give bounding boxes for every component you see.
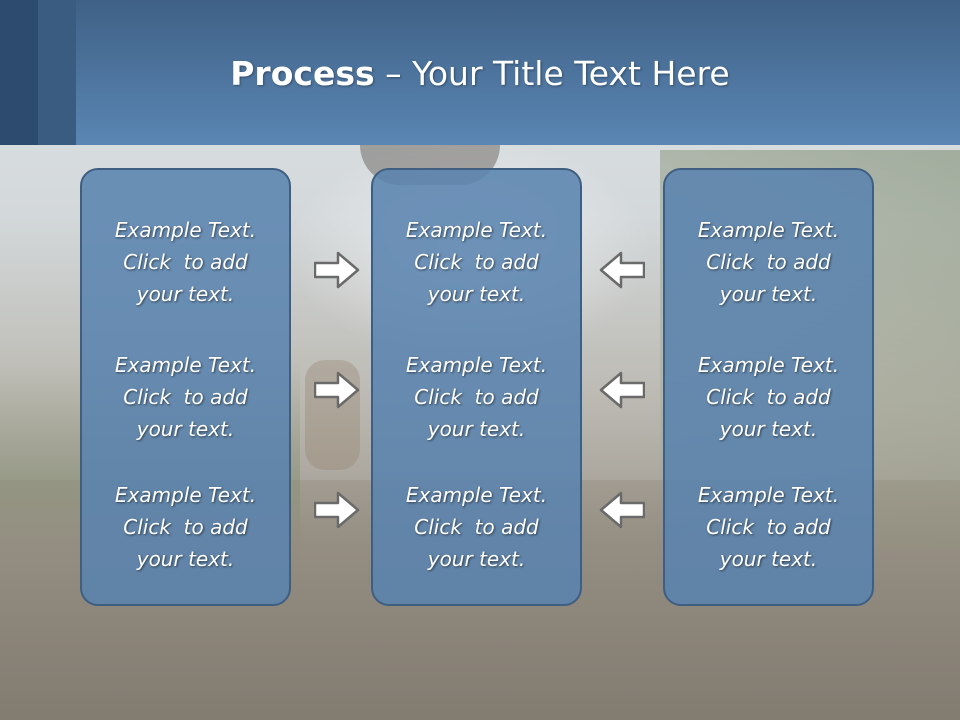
slide-title-rest: – Your Title Text Here: [374, 54, 730, 93]
text-line: Example Text.: [405, 353, 548, 377]
arrow-left-icon[interactable]: [599, 370, 645, 410]
text-line: Example Text.: [697, 483, 840, 507]
text-placeholder[interactable]: Example Text. Click to add your text.: [373, 214, 580, 310]
text-line: your text.: [427, 282, 526, 306]
text-placeholder[interactable]: Example Text. Click to add your text.: [82, 479, 289, 575]
text-line: Click to add: [123, 385, 248, 409]
process-box-3[interactable]: Example Text. Click to add your text. Ex…: [663, 168, 874, 606]
text-line: Example Text.: [405, 483, 548, 507]
text-line: Click to add: [706, 250, 831, 274]
arrow-right-icon[interactable]: [314, 370, 360, 410]
text-line: Click to add: [414, 385, 539, 409]
text-line: Example Text.: [114, 218, 257, 242]
title-banner: [0, 0, 960, 145]
slide-title-bold: Process: [230, 54, 375, 93]
text-line: your text.: [136, 417, 235, 441]
process-box-2[interactable]: Example Text. Click to add your text. Ex…: [371, 168, 582, 606]
text-placeholder[interactable]: Example Text. Click to add your text.: [665, 349, 872, 445]
text-line: Example Text.: [697, 218, 840, 242]
slide-title[interactable]: Process – Your Title Text Here: [0, 52, 960, 96]
text-line: Click to add: [414, 250, 539, 274]
text-placeholder[interactable]: Example Text. Click to add your text.: [665, 214, 872, 310]
arrow-left-icon[interactable]: [599, 250, 645, 290]
background-runner-shoe: [305, 360, 360, 470]
text-line: your text.: [719, 282, 818, 306]
text-line: your text.: [136, 282, 235, 306]
text-line: Click to add: [123, 515, 248, 539]
text-line: Example Text.: [114, 483, 257, 507]
text-line: your text.: [136, 547, 235, 571]
text-placeholder[interactable]: Example Text. Click to add your text.: [82, 349, 289, 445]
banner-accent-strip: [38, 0, 76, 145]
text-line: Example Text.: [697, 353, 840, 377]
process-box-1[interactable]: Example Text. Click to add your text. Ex…: [80, 168, 291, 606]
text-line: Click to add: [414, 515, 539, 539]
arrow-right-icon[interactable]: [314, 490, 360, 530]
banner-accent-strip: [0, 0, 38, 145]
text-placeholder[interactable]: Example Text. Click to add your text.: [373, 349, 580, 445]
text-line: Click to add: [123, 250, 248, 274]
text-line: Example Text.: [114, 353, 257, 377]
text-line: your text.: [719, 417, 818, 441]
text-placeholder[interactable]: Example Text. Click to add your text.: [665, 479, 872, 575]
text-line: your text.: [427, 547, 526, 571]
text-line: your text.: [719, 547, 818, 571]
text-line: Example Text.: [405, 218, 548, 242]
text-placeholder[interactable]: Example Text. Click to add your text.: [373, 479, 580, 575]
arrow-right-icon[interactable]: [314, 250, 360, 290]
arrow-left-icon[interactable]: [599, 490, 645, 530]
text-line: Click to add: [706, 385, 831, 409]
text-line: your text.: [427, 417, 526, 441]
text-line: Click to add: [706, 515, 831, 539]
text-placeholder[interactable]: Example Text. Click to add your text.: [82, 214, 289, 310]
